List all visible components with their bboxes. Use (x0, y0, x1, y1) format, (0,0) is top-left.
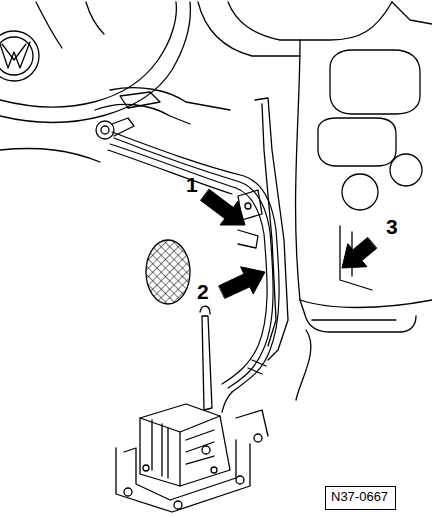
steering-column (96, 118, 134, 139)
callout-arrow (342, 238, 377, 268)
callout-arrow (201, 189, 245, 225)
callout-number: 2 (197, 281, 209, 302)
dashboard (0, 2, 432, 308)
selector-cables (108, 132, 279, 392)
gear-shift-housing (116, 306, 268, 512)
grille (146, 240, 190, 304)
callout-number: 3 (386, 216, 398, 237)
figure-number: N37-0667 (331, 490, 390, 504)
callout-number: 1 (186, 174, 198, 195)
figure-number-box: N37-0667 (325, 486, 396, 510)
floor-sill (296, 300, 416, 400)
callout-arrow (219, 267, 265, 299)
steering-wheel (0, 2, 190, 122)
